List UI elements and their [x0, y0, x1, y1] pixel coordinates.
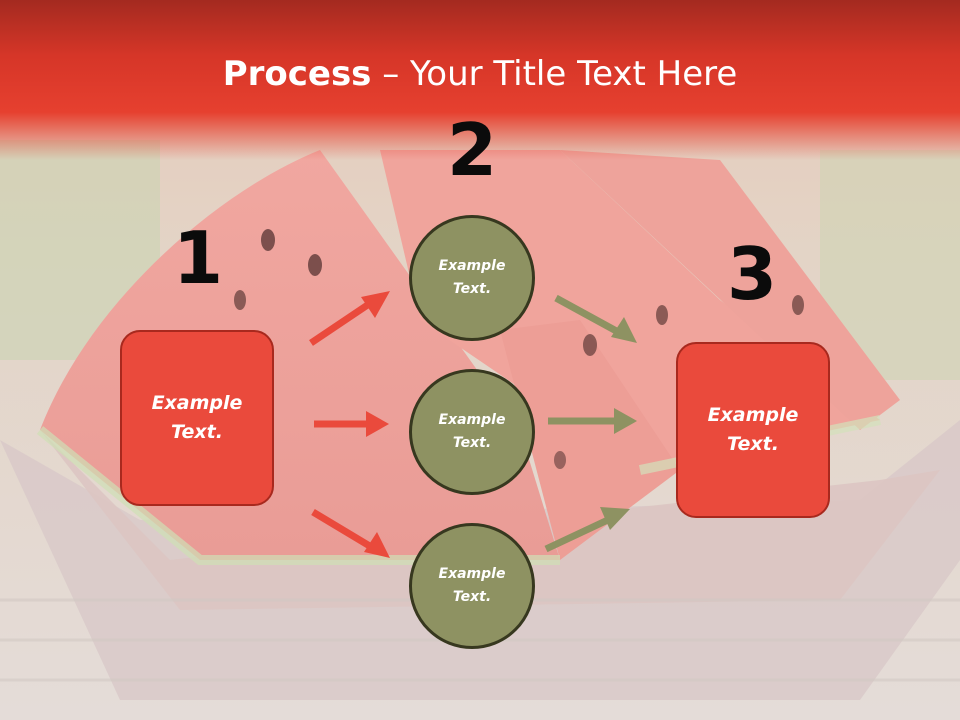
left-box-text: Example Text. — [151, 392, 243, 443]
right-box: Example Text. — [676, 342, 830, 518]
circle-top-text: Example Text. — [438, 258, 506, 297]
title-band — [0, 0, 960, 160]
circle-top: Example Text. — [409, 215, 535, 341]
circle-bottom: Example Text. — [409, 523, 535, 649]
circle-middle: Example Text. — [409, 369, 535, 495]
step-number-3: 3 — [726, 232, 778, 316]
slide-title: Process – Your Title Text Here — [0, 52, 960, 96]
step-number-2: 2 — [446, 108, 498, 192]
left-box: Example Text. — [120, 330, 274, 506]
circle-middle-text: Example Text. — [438, 412, 506, 451]
title-rest: – Your Title Text Here — [371, 54, 738, 94]
circle-bottom-text: Example Text. — [438, 566, 506, 605]
right-box-text: Example Text. — [707, 404, 799, 455]
title-bold: Process — [222, 54, 372, 94]
step-number-1: 1 — [172, 216, 224, 300]
